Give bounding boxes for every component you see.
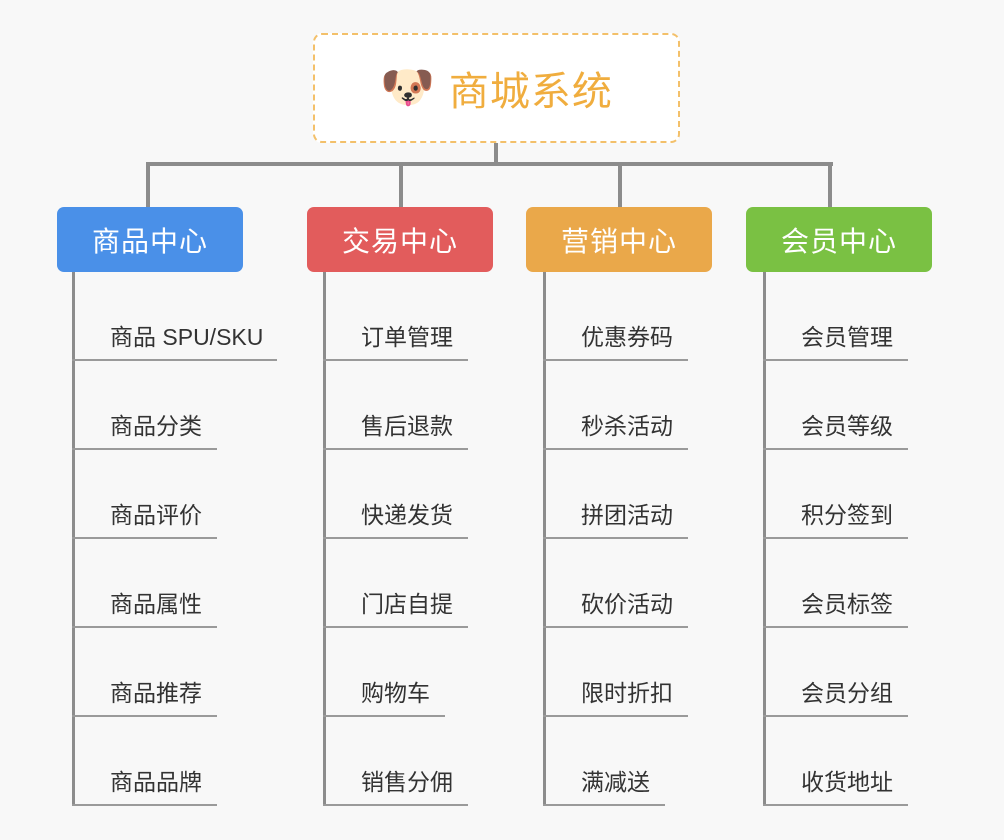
leaf-item-label: 购物车 bbox=[361, 680, 430, 706]
leaf-item-underline bbox=[543, 804, 665, 806]
leaf-item-label: 商品属性 bbox=[110, 591, 202, 617]
leaf-item-underline bbox=[72, 626, 217, 628]
leaf-item-label: 会员分组 bbox=[801, 680, 893, 706]
leaf-item-underline bbox=[543, 626, 688, 628]
leaf-item-label: 售后退款 bbox=[361, 413, 453, 439]
leaf-item-underline bbox=[72, 359, 277, 361]
leaf-item-label: 商品 SPU/SKU bbox=[110, 324, 264, 350]
trunk-line bbox=[72, 272, 75, 806]
leaf-item-underline bbox=[763, 537, 908, 539]
leaf-item-label: 商品分类 bbox=[110, 413, 202, 439]
leaf-item-underline bbox=[323, 804, 468, 806]
leaf-item-label: 砍价活动 bbox=[581, 591, 673, 617]
leaf-item-underline bbox=[543, 448, 688, 450]
leaf-item-label: 会员等级 bbox=[801, 413, 893, 439]
category-label: 交易中心 bbox=[341, 225, 458, 257]
horizontal-bus-connector bbox=[149, 162, 833, 166]
drop-connector-2 bbox=[399, 162, 403, 209]
leaf-item-label: 秒杀活动 bbox=[581, 413, 673, 439]
category-label: 会员中心 bbox=[780, 225, 897, 257]
leaf-item-underline bbox=[72, 537, 217, 539]
leaf-item-underline bbox=[72, 448, 217, 450]
leaf-item-label: 商品品牌 bbox=[110, 769, 202, 795]
leaf-item-underline bbox=[72, 715, 217, 717]
leaf-item-underline bbox=[323, 715, 445, 717]
category-label: 商品中心 bbox=[91, 225, 208, 257]
leaf-item-underline bbox=[543, 715, 688, 717]
leaf-item-label: 拼团活动 bbox=[581, 502, 673, 528]
category-box-4[interactable]: 会员中心 bbox=[746, 207, 932, 272]
leaf-item-label: 收货地址 bbox=[801, 769, 893, 795]
leaf-item-label: 快递发货 bbox=[361, 502, 453, 528]
leaf-item-underline bbox=[763, 715, 908, 717]
leaf-item-label: 会员标签 bbox=[801, 591, 893, 617]
leaf-item-label: 订单管理 bbox=[361, 324, 453, 350]
leaf-item-underline bbox=[323, 359, 468, 361]
drop-connector-1 bbox=[146, 162, 150, 209]
leaf-item-label: 商品评价 bbox=[110, 502, 202, 528]
root-node-content: 🐶 商城系统 bbox=[380, 59, 613, 117]
root-node[interactable]: 🐶 商城系统 bbox=[313, 33, 680, 143]
leaf-item-underline bbox=[543, 359, 688, 361]
leaf-item-underline bbox=[323, 537, 468, 539]
category-box-3[interactable]: 营销中心 bbox=[526, 207, 712, 272]
leaf-item-label: 满减送 bbox=[581, 769, 650, 795]
leaf-item-underline bbox=[763, 626, 908, 628]
leaf-item-label: 积分签到 bbox=[801, 502, 893, 528]
root-node-title: 商城系统 bbox=[448, 70, 613, 114]
drop-connector-3 bbox=[618, 162, 622, 209]
leaf-item-underline bbox=[72, 804, 217, 806]
leaf-item-underline bbox=[763, 804, 908, 806]
leaf-item-underline bbox=[543, 537, 688, 539]
category-label: 营销中心 bbox=[560, 225, 677, 257]
leaf-item-underline bbox=[323, 626, 468, 628]
trunk-line bbox=[323, 272, 326, 806]
shiba-dog-face-icon: 🐶 bbox=[380, 62, 435, 113]
leaf-item-label: 限时折扣 bbox=[581, 680, 673, 706]
leaf-item-label: 会员管理 bbox=[801, 324, 893, 350]
category-box-2[interactable]: 交易中心 bbox=[307, 207, 493, 272]
leaf-item-label: 商品推荐 bbox=[110, 680, 202, 706]
trunk-line bbox=[543, 272, 546, 806]
category-box-1[interactable]: 商品中心 bbox=[57, 207, 243, 272]
leaf-item-label: 优惠券码 bbox=[581, 324, 673, 350]
root-stem-connector bbox=[494, 143, 498, 165]
leaf-item-label: 门店自提 bbox=[361, 591, 453, 617]
leaf-item-underline bbox=[763, 448, 908, 450]
trunk-line bbox=[763, 272, 766, 806]
leaf-item-underline bbox=[763, 359, 908, 361]
drop-connector-4 bbox=[828, 162, 832, 209]
leaf-item-label: 销售分佣 bbox=[361, 769, 453, 795]
leaf-item-underline bbox=[323, 448, 468, 450]
